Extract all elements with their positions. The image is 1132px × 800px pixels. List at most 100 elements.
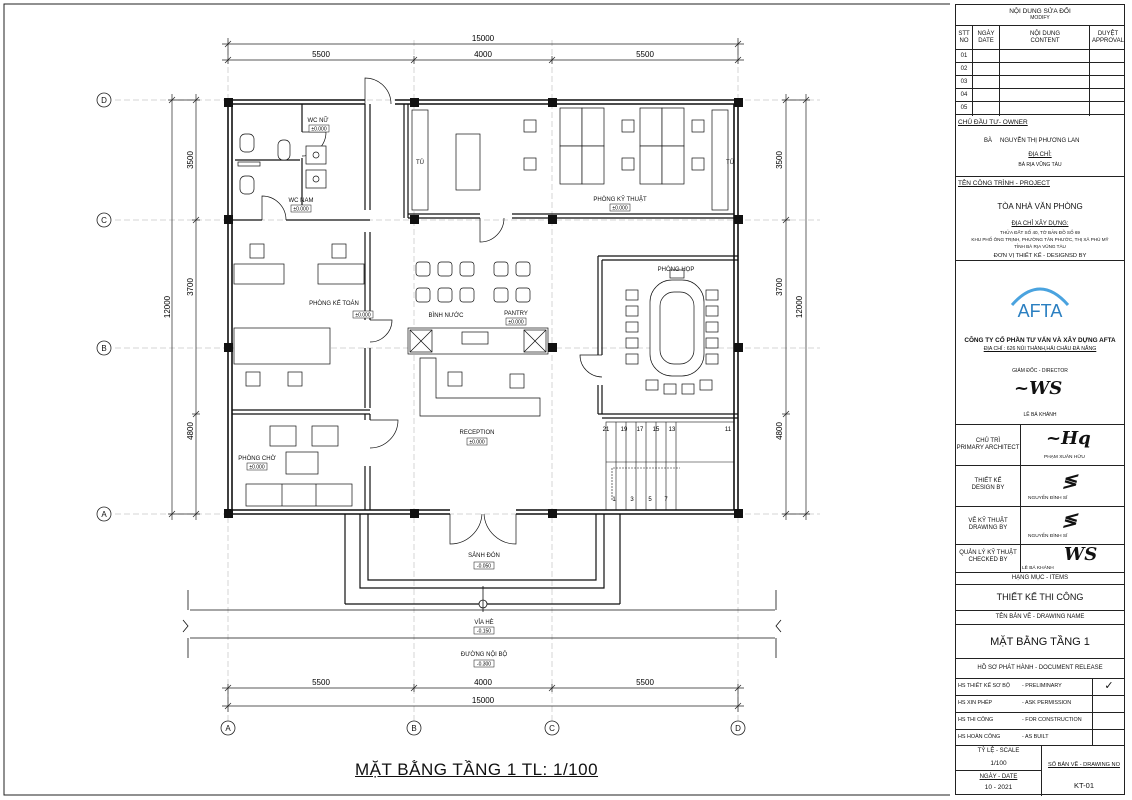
meeting-table — [625, 269, 719, 395]
company-address: ĐỊA CHỈ : 626 NÚI THÀNH,HẢI CHÂU ĐÀ NẴNG — [983, 346, 1097, 352]
design-unit-header: ĐƠN VỊ THIẾT KẾ - DESIGNSD BY — [993, 253, 1087, 259]
grid-bubble-col-b: B — [406, 720, 422, 736]
site-header: ĐỊA CHỈ XÂY DỰNG: — [1011, 221, 1069, 227]
svg-text:-0.150: -0.150 — [477, 629, 491, 635]
project-name: TÒA NHÀ VĂN PHÒNG — [997, 202, 1083, 211]
label-tu-left: TỦ — [416, 159, 424, 166]
scale-date-cell: TỶ LỆ - SCALE 1/100 NGÀY - DATE 10 - 202… — [956, 746, 1042, 796]
level-tag-pantry: ±0.000 — [505, 317, 527, 326]
grid-bubble-row-d: D — [96, 92, 112, 108]
door-swings — [261, 77, 603, 545]
level-tag-via-he: -0.150 — [473, 626, 495, 635]
modify-rows: 01 02 03 04 05 — [956, 50, 1124, 116]
director-name: LÊ BÁ KHÁNH — [1023, 412, 1057, 418]
owner-section: CHỦ ĐẦU TƯ- OWNER BÀ NGUYỄN THỊ PHƯƠNG L… — [956, 116, 1124, 177]
company-section: AFTA CÔNG TY CỔ PHẦN TƯ VẤN VÀ XÂY DỰNG … — [956, 261, 1124, 425]
owner-prefix: BÀ — [984, 138, 993, 144]
date-header: NGÀY - DATE — [979, 774, 1018, 780]
wc-fixtures — [237, 133, 327, 195]
stair-label-21: 21 — [603, 427, 610, 433]
grid-bubble-col-d: D — [730, 720, 746, 736]
top-dimensions — [222, 38, 744, 64]
grid-bubble-row-b: B — [96, 340, 112, 356]
date-value: 10 - 2021 — [984, 784, 1013, 791]
drawing-name-header-row: TÊN BẢN VẼ - DRAWING NAME — [956, 611, 1124, 625]
site-line-2: KHU PHỐ ÔNG TRỊNH, PHƯỜNG TÂN PHƯỚC, THỊ… — [971, 237, 1109, 242]
floor-plan: 15000 5500 4000 5500 5500 4000 5500 1500… — [3, 3, 950, 796]
release-row: HS THIẾT KẾ SƠ BỘ - PRELIMINARY ✓ — [956, 679, 1124, 696]
svg-text:A: A — [225, 724, 231, 733]
stair-label-19: 19 — [621, 427, 628, 433]
level-tag-wc-nam: ±0.000 — [290, 204, 312, 213]
svg-text:±0.000: ±0.000 — [355, 313, 370, 319]
level-tag-sanh-don: -0.050 — [473, 561, 495, 570]
level-tag-duong-noi-bo: -0.300 — [473, 659, 495, 668]
dim-left-2: 3700 — [186, 278, 195, 296]
label-phong-cho: PHÒNG CHỜ — [238, 455, 275, 462]
primary-architect-name: PHẠM XUÂN HỮU — [1044, 455, 1085, 460]
svg-text:±0.000: ±0.000 — [293, 207, 308, 213]
road-lines — [182, 586, 782, 658]
reception-desk — [419, 357, 541, 417]
dim-bottom-left: 5500 — [312, 678, 330, 687]
drawing-name: MẶT BẰNG TẦNG 1 — [990, 636, 1090, 648]
dim-right-total: 12000 — [795, 295, 804, 318]
stair-label-1: 1 — [612, 497, 616, 503]
director-signature: ~WS — [1014, 378, 1063, 399]
dim-left-1: 3500 — [186, 151, 195, 169]
modify-row: 01 — [956, 50, 1124, 63]
scale-header: TỶ LỆ - SCALE — [977, 748, 1020, 754]
dim-right-3: 4800 — [775, 422, 784, 440]
label-pantry: PANTRY — [504, 311, 528, 317]
stair-label-3: 3 — [630, 497, 634, 503]
modify-row: 04 — [956, 89, 1124, 102]
director-role: GIÁM ĐỐC - DIRECTOR — [1012, 368, 1068, 374]
design-by-signature: ≶ — [1062, 471, 1078, 492]
dim-top-right: 5500 — [636, 50, 654, 59]
label-sanh-don: SẢNH ĐÓN — [468, 552, 500, 559]
drawing-by-name: NGUYỄN ĐÌNH SĨ — [1028, 534, 1068, 539]
bottom-dimensions — [222, 684, 744, 712]
waiting-room-furniture — [245, 425, 353, 507]
checked-by-name: LÊ BÁ KHÁNH — [1022, 566, 1054, 571]
label-binh-nuoc: BÌNH NƯỚC — [429, 312, 465, 319]
dim-right-1: 3500 — [775, 151, 784, 169]
grid-bubble-col-a: A — [220, 720, 236, 736]
staircase — [605, 421, 735, 511]
svg-text:±0.000: ±0.000 — [612, 206, 627, 212]
drawing-name-header: TÊN BẢN VẼ - DRAWING NAME — [995, 614, 1085, 620]
accounting-furniture — [233, 243, 365, 387]
svg-text:±0.000: ±0.000 — [508, 320, 523, 326]
svg-text:C: C — [549, 724, 555, 733]
modify-row: 05 — [956, 102, 1124, 115]
design-by-name: NGUYỄN ĐÌNH SĨ — [1028, 496, 1068, 501]
right-dimensions — [782, 94, 810, 520]
dim-left-total: 12000 — [163, 295, 172, 318]
modify-subtitle: MODIFY — [1030, 15, 1050, 21]
items-header-row: HẠNG MỤC - ITEMS — [956, 573, 1124, 585]
release-row: HS XIN PHÉP - ASK PERMISSION — [956, 696, 1124, 713]
level-tag-phong-cho: ±0.000 — [246, 462, 268, 471]
modify-row: 02 — [956, 63, 1124, 76]
svg-text:B: B — [411, 724, 416, 733]
svg-text:B: B — [101, 344, 106, 353]
dim-bottom-mid: 4000 — [474, 678, 492, 687]
stair-label-13: 13 — [669, 427, 676, 433]
owner-name: NGUYỄN THỊ PHƯƠNG LAN — [1000, 138, 1080, 144]
level-tag-phong-ky-thuat: ±0.000 — [609, 203, 631, 212]
label-tu-right: TỦ — [726, 159, 734, 166]
items-header: HẠNG MỤC - ITEMS — [1011, 575, 1069, 581]
owner-header: CHỦ ĐẦU TƯ- OWNER — [958, 119, 1028, 126]
checked-by-signature: WS — [1064, 544, 1098, 565]
release-header: HỒ SƠ PHÁT HÀNH - DOCUMENT RELEASE — [977, 665, 1103, 671]
drawing-no-header: SỐ BẢN VẼ - DRAWING NO — [1048, 762, 1120, 768]
level-tag-wc-nu: ±0.000 — [308, 124, 330, 133]
